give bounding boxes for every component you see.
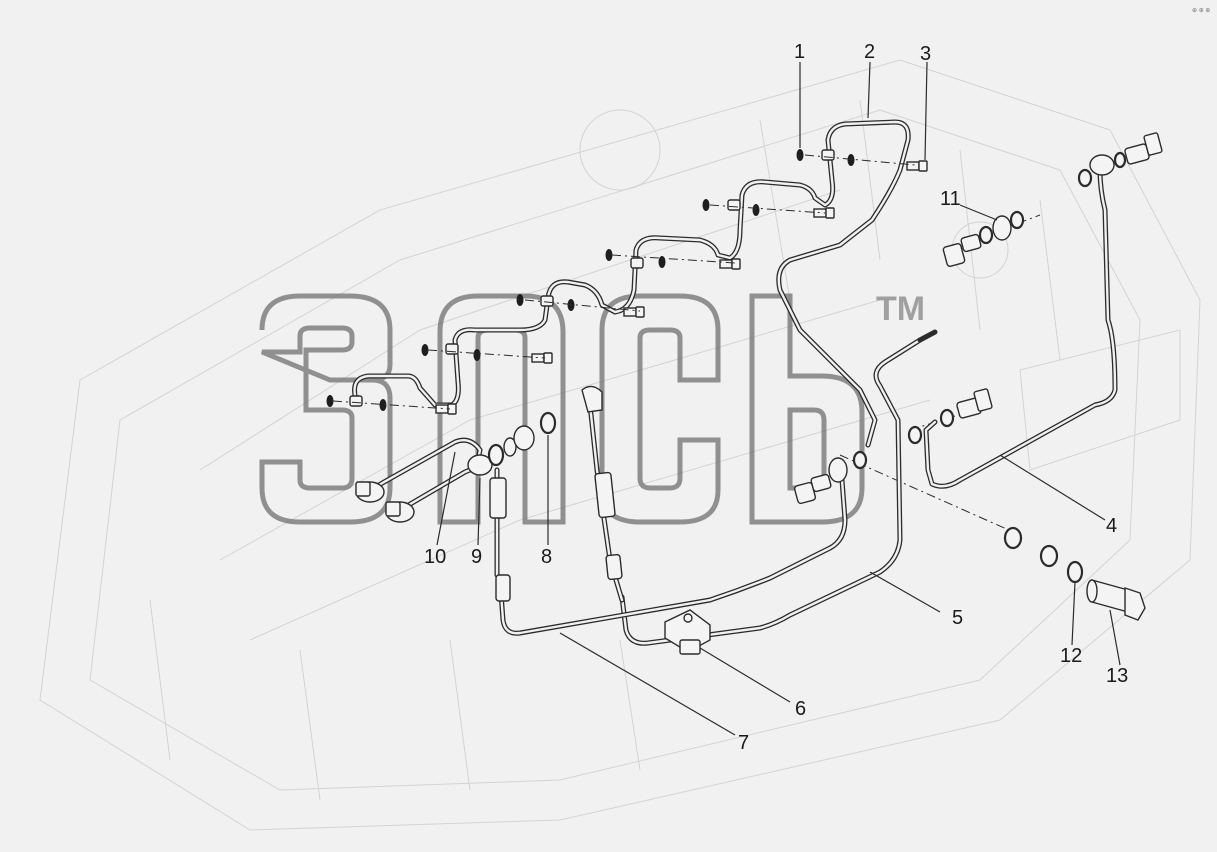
callout-10: 10 [424, 546, 446, 568]
part-13-hollow-bolt [1086, 579, 1146, 621]
callout-6: 6 [795, 698, 806, 720]
part-7-fuel-pipe [489, 467, 848, 636]
part-8-washer [513, 411, 557, 451]
part-6-clamp [664, 609, 711, 655]
callout-12: 12 [1060, 645, 1082, 667]
part-5-fuel-pipe [619, 329, 938, 646]
part-1-seal-washers [326, 149, 855, 411]
part-11-banjo-bolt [942, 210, 1025, 268]
callout-4: 4 [1106, 515, 1117, 537]
callout-labels: 1 2 3 4 5 6 7 8 9 10 11 12 13 [424, 41, 1128, 754]
part-5-bolt-set [793, 450, 868, 505]
part-5-sleeve-pipe [581, 385, 625, 603]
callout-5: 5 [952, 607, 963, 629]
part-4-bolt-set [907, 388, 993, 445]
leader-lines [436, 61, 1121, 736]
part-4-fuel-pipe [923, 132, 1163, 489]
callout-7: 7 [738, 732, 749, 754]
part-10-fuel-pipe [355, 437, 489, 523]
watermark-tm: TM [876, 290, 925, 328]
callout-9: 9 [471, 546, 482, 568]
part-9-banjo [467, 437, 517, 476]
callout-2: 2 [864, 41, 875, 63]
part-12-washers [1003, 526, 1084, 584]
callout-11: 11 [940, 188, 961, 210]
callout-3: 3 [920, 43, 931, 65]
callout-1: 1 [794, 41, 805, 63]
callout-8: 8 [541, 546, 552, 568]
part-2-return-line [349, 119, 911, 448]
corner-mark: ⊕ ⊕ ⊕ [1192, 8, 1210, 14]
callout-13: 13 [1106, 665, 1128, 687]
